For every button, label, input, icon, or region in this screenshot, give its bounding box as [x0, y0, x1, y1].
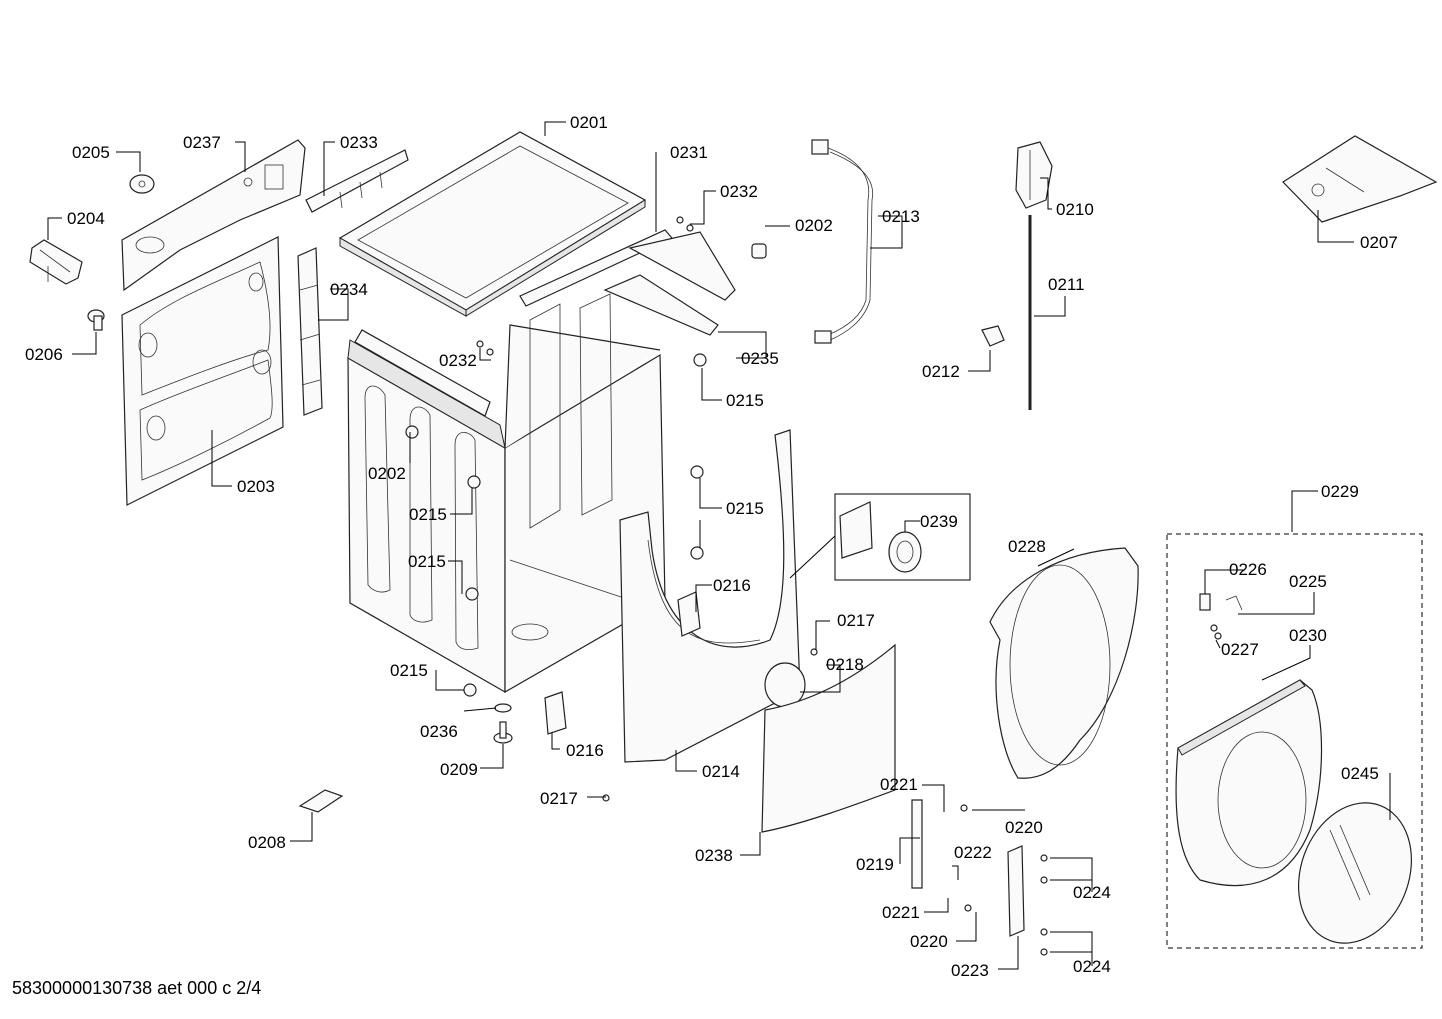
front-bracket-part[interactable]: [677, 591, 701, 637]
label-0231: 0231: [670, 143, 708, 162]
leader-lines: [47, 121, 1391, 970]
label-0222: 0222: [954, 843, 992, 862]
label-0221-bottom: 0221: [882, 903, 920, 922]
label-0218: 0218: [826, 655, 864, 674]
label-0235: 0235: [741, 349, 779, 368]
label-0219: 0219: [856, 855, 894, 874]
label-0213: 0213: [882, 207, 920, 226]
service-flap-part[interactable]: [761, 643, 896, 833]
rear-upper-panel-part[interactable]: [121, 139, 306, 292]
label-0215-bottom: 0215: [390, 661, 428, 680]
catch-spring-part[interactable]: [1225, 595, 1243, 611]
label-0229: 0229: [1321, 482, 1359, 501]
label-0238: 0238: [695, 846, 733, 865]
label-0215-low: 0215: [408, 552, 446, 571]
label-0239: 0239: [920, 512, 958, 531]
inner-door-frame-part[interactable]: [989, 547, 1139, 779]
label-0232-top: 0232: [720, 182, 758, 201]
screw-set-part[interactable]: [476, 216, 1048, 956]
label-0221-top: 0221: [880, 775, 918, 794]
label-0215-mid: 0215: [409, 505, 447, 524]
label-0224-top: 0224: [1073, 883, 1111, 902]
label-0220-bottom: 0220: [910, 932, 948, 951]
label-0206: 0206: [25, 345, 63, 364]
label-0233: 0233: [340, 133, 378, 152]
label-0203: 0203: [237, 477, 275, 496]
label-0226: 0226: [1229, 560, 1267, 579]
side-strip-part[interactable]: [297, 247, 323, 416]
rear-rail-part[interactable]: [603, 274, 719, 336]
catch-screw-part[interactable]: [1210, 624, 1222, 640]
label-0237: 0237: [183, 133, 221, 152]
grommet-set-part[interactable]: [405, 353, 707, 697]
label-0202-top: 0202: [795, 216, 833, 235]
front-rail-part[interactable]: [354, 329, 491, 417]
label-0216-top: 0216: [713, 576, 751, 595]
label-0223: 0223: [951, 961, 989, 980]
cable-clip-part[interactable]: [129, 174, 155, 194]
label-0205: 0205: [72, 143, 110, 162]
door-catch-part[interactable]: [1199, 593, 1211, 611]
label-0225: 0225: [1289, 572, 1327, 591]
label-0212: 0212: [922, 362, 960, 381]
washer-part[interactable]: [494, 703, 512, 713]
document-code: 58300000130738 aet 000 c 2/4: [12, 978, 262, 998]
rear-panel-part[interactable]: [121, 236, 284, 506]
label-0220-top: 0220: [1005, 818, 1043, 837]
door-glass-part[interactable]: [1280, 787, 1431, 959]
top-cover-part[interactable]: [338, 131, 647, 317]
label-0211: 0211: [1048, 275, 1085, 294]
upper-rail-part[interactable]: [519, 229, 736, 307]
clip-part[interactable]: [751, 243, 767, 259]
label-0204: 0204: [67, 209, 105, 228]
seal-ring-part[interactable]: [839, 501, 922, 573]
label-0228: 0228: [1008, 537, 1046, 556]
label-0224-bottom: 0224: [1073, 957, 1111, 976]
label-0207: 0207: [1360, 233, 1398, 252]
round-cover-part[interactable]: [764, 662, 806, 708]
screw-part[interactable]: [87, 309, 105, 331]
rear-strip-part[interactable]: [305, 149, 409, 213]
label-0208: 0208: [248, 833, 286, 852]
label-0216-bottom: 0216: [566, 741, 604, 760]
label-0210: 0210: [1056, 200, 1094, 219]
label-0209: 0209: [440, 760, 478, 779]
label-0215-top: 0215: [726, 391, 764, 410]
label-0234: 0234: [330, 280, 368, 299]
cable-harness-part[interactable]: [811, 139, 874, 344]
lower-bracket-part[interactable]: [544, 691, 567, 735]
label-0214: 0214: [702, 762, 740, 781]
outer-door-frame-part[interactable]: [1175, 679, 1323, 887]
hinge-part[interactable]: [911, 799, 923, 889]
label-0217-top: 0217: [837, 611, 875, 630]
small-damper-part[interactable]: [29, 239, 83, 285]
label-0215-right: 0215: [726, 499, 764, 518]
hinge-plate-part[interactable]: [1007, 845, 1025, 937]
label-0232-left: 0232: [439, 351, 477, 370]
label-0217-bottom: 0217: [540, 789, 578, 808]
door-lock-part[interactable]: [1015, 141, 1053, 209]
label-0245: 0245: [1341, 764, 1379, 783]
adjustable-foot-part[interactable]: [493, 721, 513, 744]
lever-part[interactable]: [981, 325, 1005, 347]
label-0202-left: 0202: [368, 464, 406, 483]
label-0236: 0236: [420, 722, 458, 741]
label-0230: 0230: [1289, 626, 1327, 645]
transport-bracket-part[interactable]: [298, 789, 344, 813]
accessory-bag-part[interactable]: [1282, 135, 1438, 223]
label-0201: 0201: [570, 113, 608, 132]
label-0227: 0227: [1221, 640, 1259, 659]
part-labels: 0201 0205 0237 0233 0231 0232 0202 0213 …: [25, 113, 1398, 980]
